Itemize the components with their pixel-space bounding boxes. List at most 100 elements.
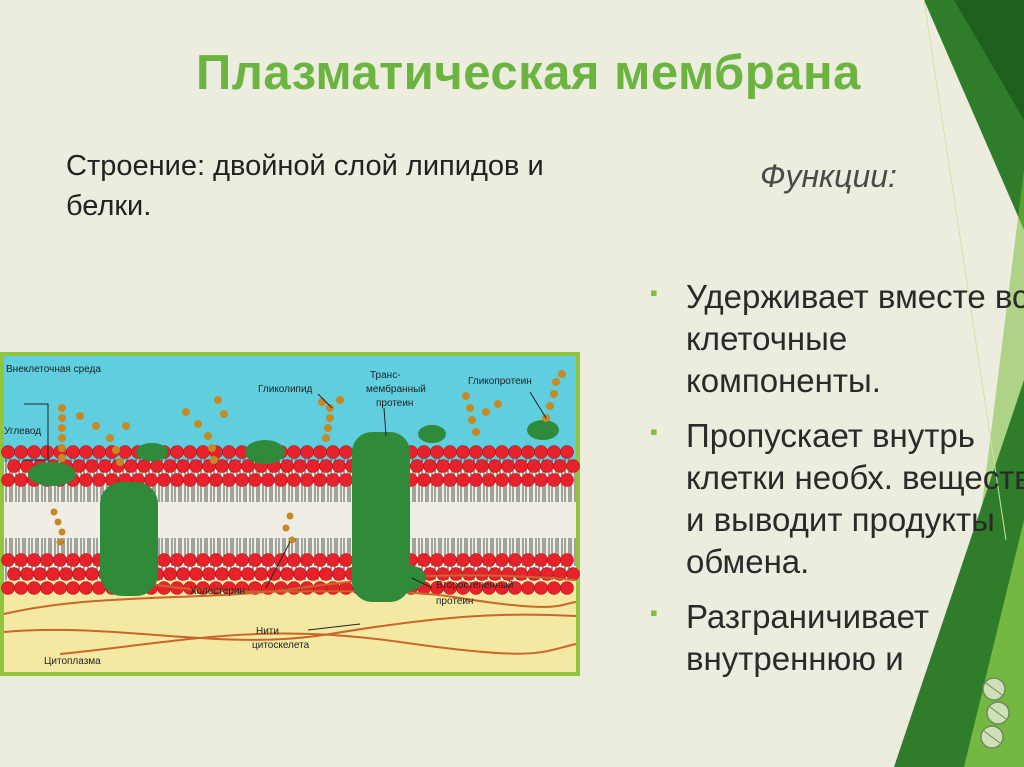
lipid-head xyxy=(313,445,327,459)
label-cholesterol: Холестерин xyxy=(190,586,245,597)
leader-lines xyxy=(24,391,547,631)
label-extracellular: Внеклеточная среда xyxy=(6,364,101,375)
lipid-head xyxy=(339,553,353,567)
lipid-head xyxy=(98,459,112,473)
label-glycoprotein: Гликопротеин xyxy=(468,376,532,387)
lipid-head xyxy=(163,459,177,473)
lipid-head xyxy=(287,553,301,567)
label-peripheral-2: протеин xyxy=(436,596,473,607)
lipid-head xyxy=(488,567,502,581)
proteins xyxy=(28,420,559,602)
cytoskeleton-filaments xyxy=(3,574,577,655)
lipid-head xyxy=(202,567,216,581)
lipid-head xyxy=(157,473,171,487)
lipid-head xyxy=(1,581,15,595)
lipid-head xyxy=(248,553,262,567)
lipid-head xyxy=(157,581,171,595)
lipid-head xyxy=(501,459,515,473)
label-filaments-1: Нити xyxy=(256,626,279,637)
lipid-head xyxy=(475,567,489,581)
lipid-head xyxy=(469,445,483,459)
lipid-head xyxy=(508,553,522,567)
lipid-head xyxy=(423,459,437,473)
lipid-head xyxy=(150,459,164,473)
lipid-head xyxy=(66,445,80,459)
functions-list: ▪ Удерживает вместе все клеточные компон… xyxy=(650,276,1024,693)
lipid-head xyxy=(14,581,28,595)
lipid-head xyxy=(196,473,210,487)
transmembrane-protein-left xyxy=(100,482,158,596)
lipid-head xyxy=(66,553,80,567)
lipid-head xyxy=(124,459,138,473)
lipid-head xyxy=(92,445,106,459)
lipid-head xyxy=(7,459,21,473)
lipid-head xyxy=(92,473,106,487)
lipid-head xyxy=(508,473,522,487)
lipid-head xyxy=(540,459,554,473)
lipid-head xyxy=(176,459,190,473)
lipid-head xyxy=(534,553,548,567)
lipid-head xyxy=(183,553,197,567)
lipid-head xyxy=(14,553,28,567)
surface-protein xyxy=(245,440,285,464)
lipid-head xyxy=(222,445,236,459)
lipid-head xyxy=(170,473,184,487)
lipid-head xyxy=(66,581,80,595)
lipid-head xyxy=(430,553,444,567)
lipid-head xyxy=(189,567,203,581)
lipid-head xyxy=(33,567,47,581)
carbohydrate-chains xyxy=(50,370,566,546)
lipid-head xyxy=(274,473,288,487)
label-peripheral-1: Второстепенный xyxy=(436,580,513,591)
lipid-head xyxy=(196,553,210,567)
lipid-head xyxy=(7,567,21,581)
lipid-head xyxy=(189,459,203,473)
lipid-head xyxy=(534,445,548,459)
lipid-head xyxy=(1,473,15,487)
lipid-head xyxy=(313,553,327,567)
lipid-head xyxy=(235,553,249,567)
lipid-head xyxy=(183,473,197,487)
function-text: Удерживает вместе все клеточные компонен… xyxy=(686,278,1024,399)
surface-protein xyxy=(418,425,446,443)
lipid-head xyxy=(436,459,450,473)
lipid-head xyxy=(313,473,327,487)
lipid-head xyxy=(300,473,314,487)
lipid-head xyxy=(495,473,509,487)
function-item: ▪ Пропускает внутрь клетки необх. вещест… xyxy=(650,415,1024,583)
lipid-head xyxy=(560,445,574,459)
lipid-head xyxy=(40,445,54,459)
lipid-head xyxy=(300,445,314,459)
lipid-head xyxy=(79,445,93,459)
lipid-head xyxy=(79,473,93,487)
function-item: ▪ Удерживает вместе все клеточные компон… xyxy=(650,276,1024,402)
lipid-head xyxy=(560,473,574,487)
lipid-head xyxy=(27,581,41,595)
lipid-head xyxy=(228,459,242,473)
lipid-head xyxy=(170,445,184,459)
lipid-head xyxy=(501,567,515,581)
surface-protein xyxy=(136,443,168,461)
lipid-head xyxy=(449,567,463,581)
lipid-head xyxy=(482,473,496,487)
lipid-head xyxy=(183,445,197,459)
label-filaments-2: цитоскелета xyxy=(252,640,310,651)
lipid-head xyxy=(488,459,502,473)
lipid-head xyxy=(85,567,99,581)
lipid-head xyxy=(339,445,353,459)
lipid-head xyxy=(495,445,509,459)
lipid-head xyxy=(560,553,574,567)
lipid-head xyxy=(508,445,522,459)
lipid-head xyxy=(118,445,132,459)
lipid-head xyxy=(1,445,15,459)
lipid-head xyxy=(261,553,275,567)
lipid-head xyxy=(267,567,281,581)
microorganism-illustration xyxy=(980,677,1010,749)
lipid-head xyxy=(306,459,320,473)
lipid-head xyxy=(280,567,294,581)
lipid-head xyxy=(527,459,541,473)
lipid-head xyxy=(241,567,255,581)
lipid-head xyxy=(27,445,41,459)
lipid-head xyxy=(462,459,476,473)
lipid-head xyxy=(215,567,229,581)
